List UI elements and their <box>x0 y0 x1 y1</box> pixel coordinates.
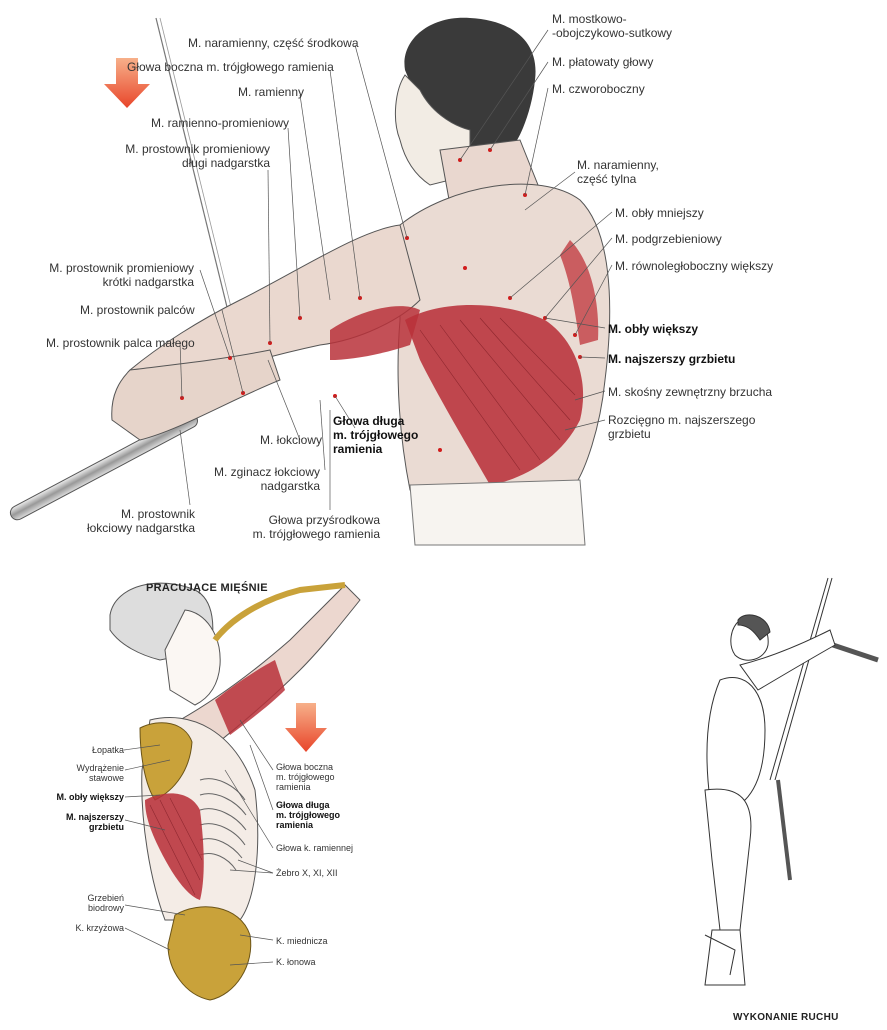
label-prostownik-palca-malego: M. prostownik palca małego <box>46 336 195 350</box>
humerus-bone <box>212 582 346 642</box>
label-naramienny-srodkowa: M. naramienny, część środkowa <box>188 36 359 50</box>
label-glowa-k-ramiennej: Głowa k. ramiennej <box>276 843 354 853</box>
lats-muscle <box>145 793 204 900</box>
label-skosny: M. skośny zewnętrzny brzucha <box>608 385 773 399</box>
lower-left-leader-lines <box>123 719 274 966</box>
label-lopatka: Łopatka <box>91 745 124 755</box>
top-leader-lines <box>179 29 613 510</box>
lower-left-figure-drawing <box>109 582 361 1001</box>
label-czworoboczny: M. czworoboczny <box>552 82 645 96</box>
rhomboid-muscle <box>560 240 599 345</box>
label-naramienny-tylna: M. naramienny,część tylna <box>577 158 659 186</box>
label-rownoleglo: M. równoległoboczny większy <box>615 259 774 273</box>
label-obly-wiekszy-lower: M. obły większy <box>56 792 124 802</box>
pelvis-bone <box>167 906 252 1001</box>
label-obly-mniejszy: M. obły mniejszy <box>615 206 704 220</box>
latissimus-muscle <box>405 305 584 485</box>
right-cable <box>769 577 829 781</box>
working-muscles-header: PRACUJĄCE MIĘŚNIE <box>146 582 268 594</box>
label-prostownik-palcow: M. prostownik palców <box>80 303 195 317</box>
label-krzyzowa: K. krzyżowa <box>75 923 124 933</box>
lower-right-figure-drawing <box>704 577 879 986</box>
down-arrow-icon <box>104 58 150 108</box>
label-lokciowy: M. łokciowy <box>260 433 323 447</box>
label-miednicza: K. miednicza <box>276 936 328 946</box>
label-podgrzebieniowy: M. podgrzebieniowy <box>615 232 722 246</box>
label-glowa-boczna: Głowa boczna m. trójgłowego ramienia <box>127 60 334 74</box>
triceps-muscle <box>215 660 285 735</box>
down-arrow-icon-lower <box>285 703 327 752</box>
movement-execution-caption: WYKONANIE RUCHU <box>733 1012 839 1023</box>
label-ramienny: M. ramienny <box>238 85 305 99</box>
cable-line <box>155 17 241 361</box>
trousers <box>409 479 586 546</box>
label-platowaty: M. płatowaty głowy <box>552 55 654 69</box>
scapula-bone <box>139 722 193 801</box>
right-bar-bottom <box>776 779 792 881</box>
label-mostkowo: M. mostkowo--obojczykowo-sutkowy <box>552 12 673 40</box>
forearm <box>111 349 281 441</box>
label-lonowa: K. łonowa <box>276 957 316 967</box>
label-najszerszy: M. najszerszy grzbietu <box>608 352 736 366</box>
label-ramienno-promieniowy: M. ramienno-promieniowy <box>151 116 290 130</box>
woman-face <box>164 609 221 706</box>
label-zebro: Żebro X, XI, XII <box>276 868 338 878</box>
label-obly-wiekszy: M. obły większy <box>608 322 699 336</box>
teres-major-muscle <box>330 306 420 360</box>
